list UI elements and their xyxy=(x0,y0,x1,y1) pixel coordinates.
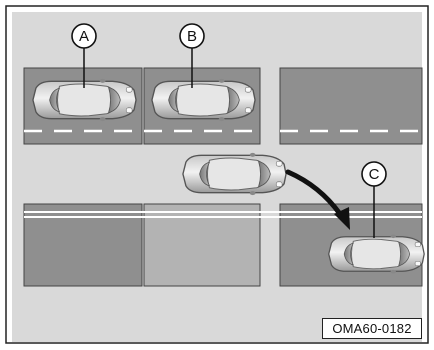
figure-code: OMA60-0182 xyxy=(322,318,422,339)
callout-b-circle xyxy=(179,23,205,49)
arrow-head xyxy=(334,207,350,230)
parking-space-empty-top xyxy=(279,67,423,145)
car-b xyxy=(151,78,256,122)
callout-a-circle xyxy=(71,23,97,49)
callout-b-label: B xyxy=(187,28,197,45)
callout-a-label: A xyxy=(79,28,89,45)
movement-arrow xyxy=(285,169,343,217)
callout-c-label: C xyxy=(369,166,380,183)
callout-c-circle xyxy=(361,161,387,187)
car-moving xyxy=(182,152,287,196)
car-c xyxy=(328,233,425,275)
